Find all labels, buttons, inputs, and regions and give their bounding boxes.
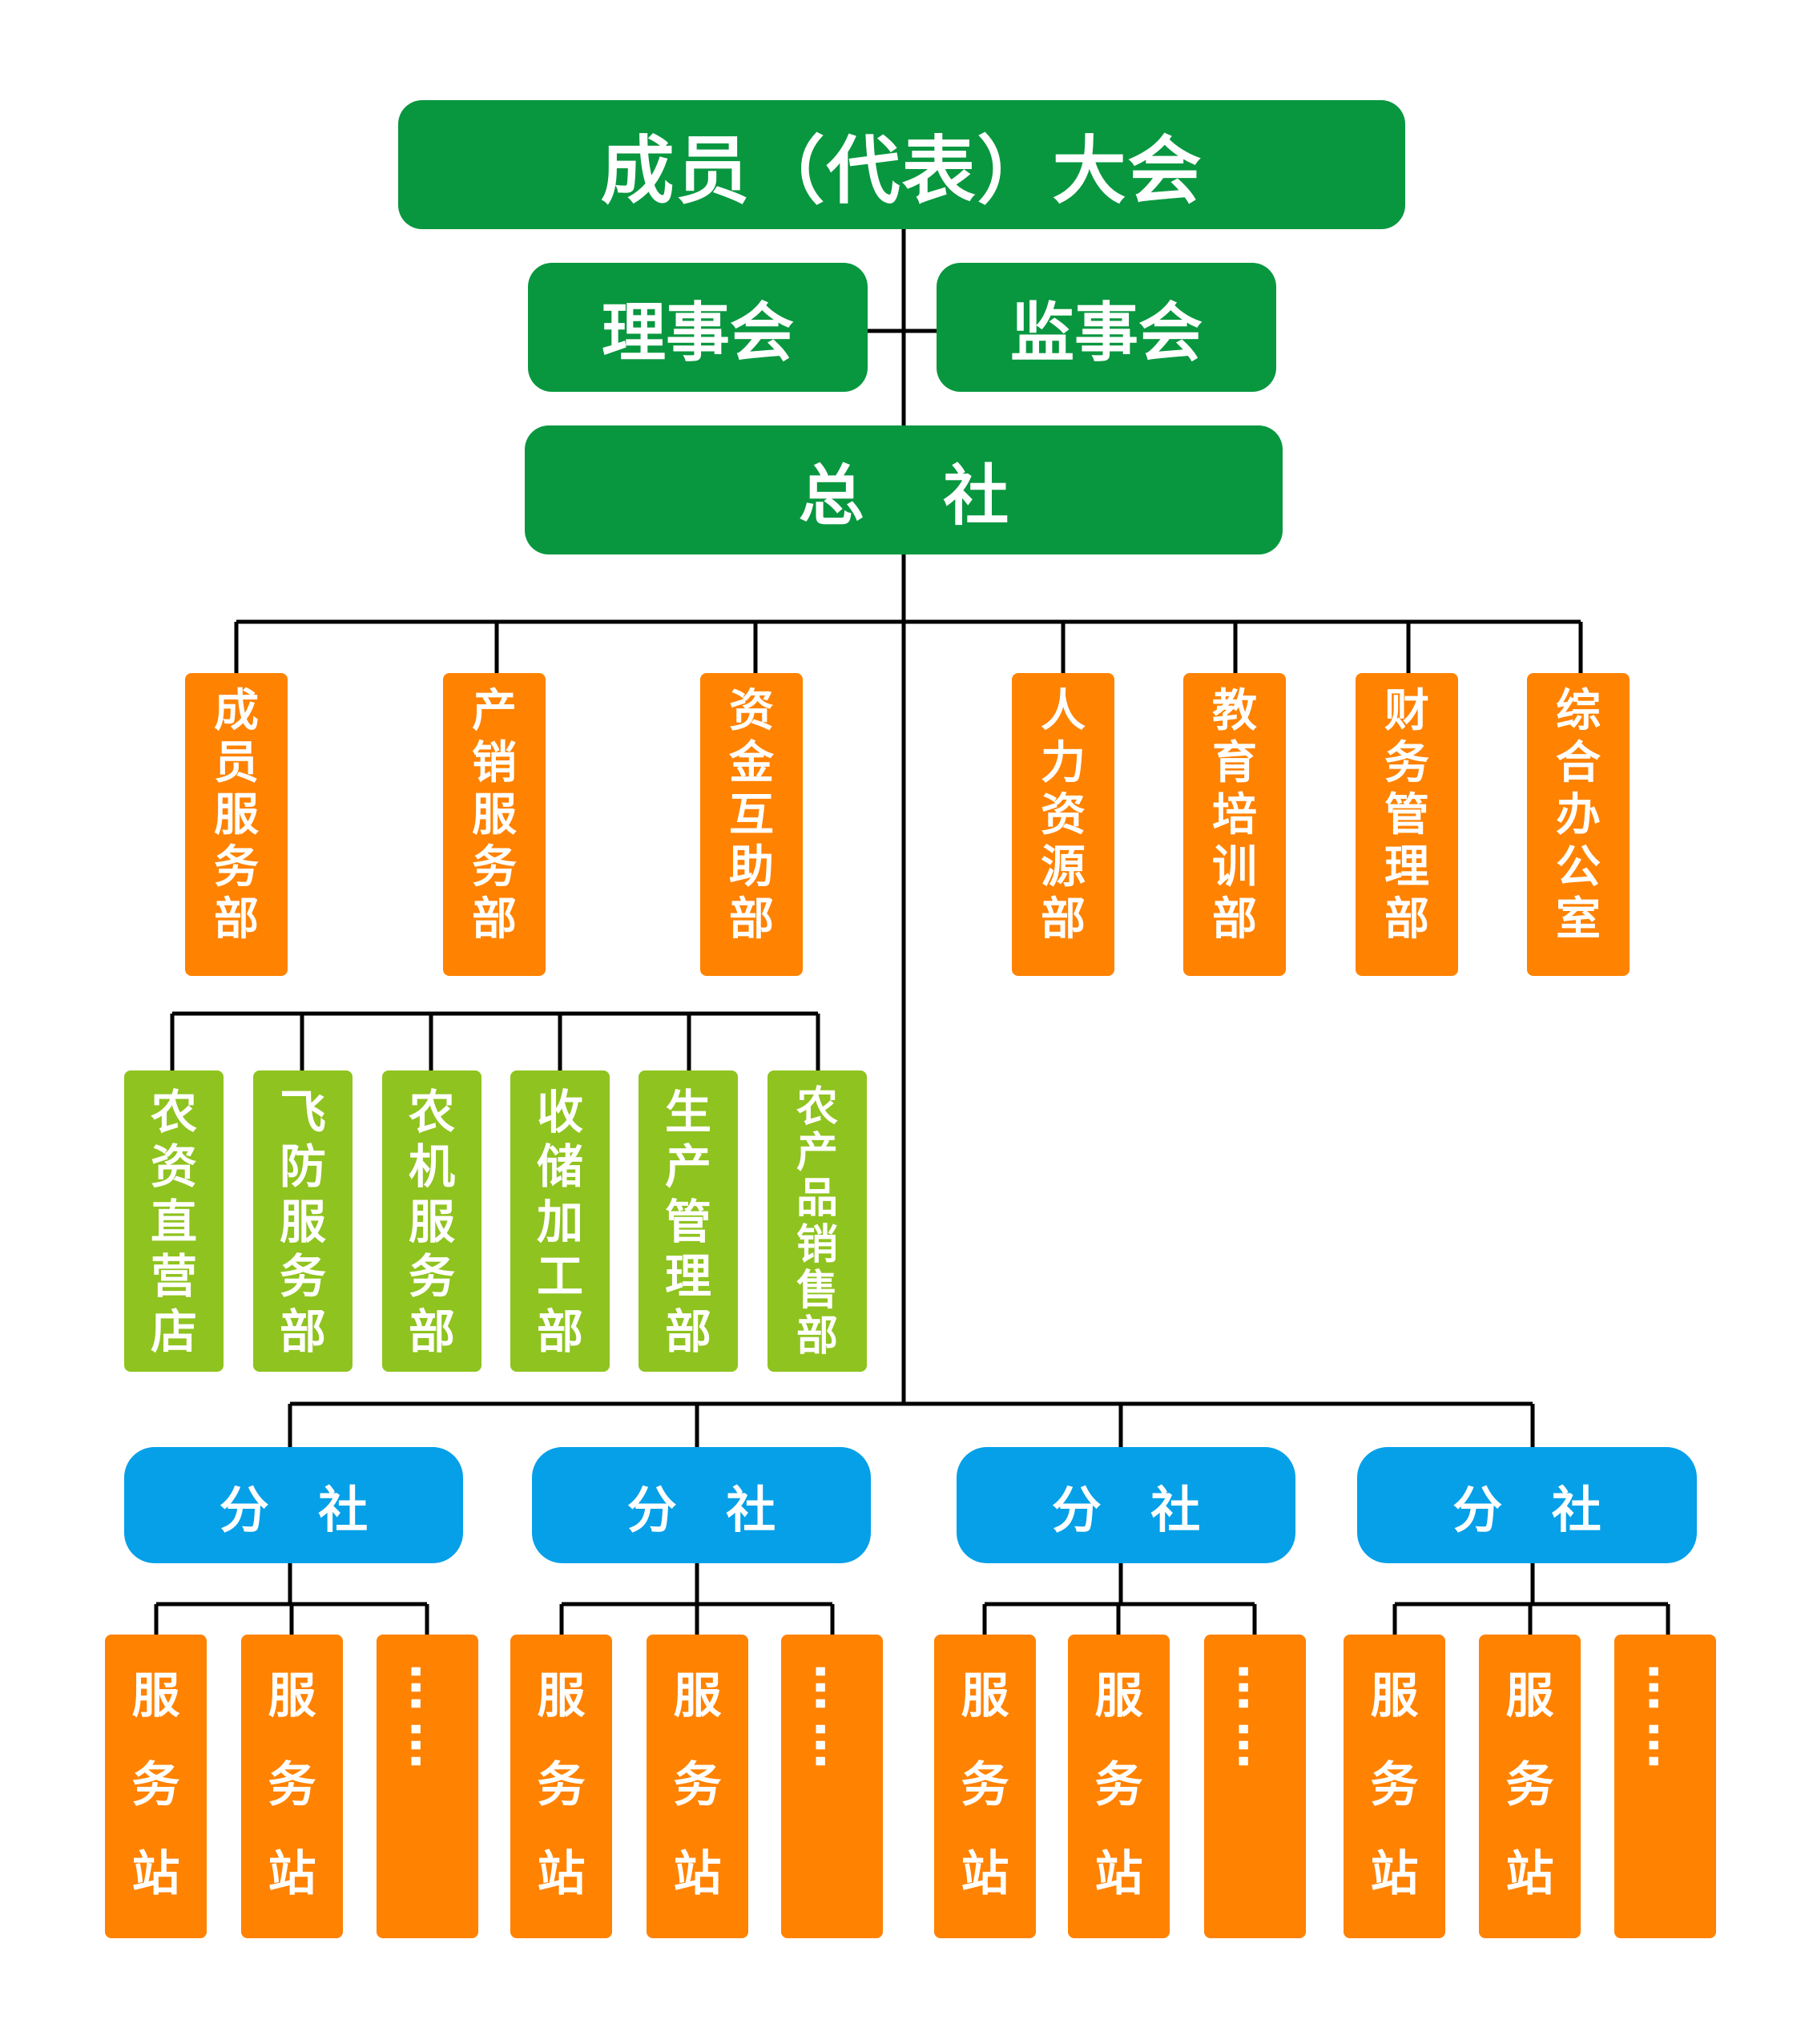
ellipsis-text: …… <box>804 1663 860 1779</box>
department-education-training: 教 育 培 训 部 <box>1183 673 1286 976</box>
branch-box: 分 社 <box>124 1447 463 1563</box>
member-assembly-box: 成员（代表）大会 <box>398 100 1405 229</box>
branch-box: 分 社 <box>532 1447 871 1563</box>
sub-department-input-store: 农 资 直 营 店 <box>124 1070 224 1372</box>
department-general-office: 综 合 办 公 室 <box>1527 673 1630 976</box>
service-station: 服 务 站 <box>1068 1635 1170 1938</box>
service-station: 服 务 站 <box>934 1635 1036 1938</box>
branch-box: 分 社 <box>1357 1447 1697 1563</box>
service-station: 服 务 站 <box>1344 1635 1445 1938</box>
service-station: 服 务 站 <box>647 1635 748 1938</box>
branch-box: 分 社 <box>957 1447 1295 1563</box>
ellipsis-text: …… <box>1227 1663 1283 1779</box>
sub-department-machinery: 农 机 服 务 部 <box>382 1070 481 1372</box>
supervisory-board-box: 监事会 <box>937 263 1276 392</box>
service-station: 服 务 站 <box>510 1635 612 1938</box>
sub-department-produce-sales: 农 产 品 销 售 部 <box>767 1070 867 1372</box>
department-human-resources: 人 力 资 源 部 <box>1012 673 1114 976</box>
more-stations-ellipsis: …… <box>1204 1635 1306 1938</box>
council-box: 理事会 <box>528 263 868 392</box>
ellipsis-text: …… <box>399 1663 456 1779</box>
more-stations-ellipsis: …… <box>377 1635 478 1938</box>
department-finance: 财 务 管 理 部 <box>1356 673 1458 976</box>
department-member-services: 成 员 服 务 部 <box>185 673 288 976</box>
more-stations-ellipsis: …… <box>781 1635 883 1938</box>
department-production-sales: 产 销 服 务 部 <box>443 673 546 976</box>
ellipsis-text: …… <box>1637 1663 1694 1779</box>
sub-department-production-management: 生 产 管 理 部 <box>639 1070 738 1372</box>
service-station: 服 务 站 <box>241 1635 343 1938</box>
department-mutual-fund: 资 金 互 助 部 <box>700 673 803 976</box>
service-station: 服 务 站 <box>1479 1635 1581 1938</box>
sub-department-aerial-spraying: 飞 防 服 务 部 <box>253 1070 353 1372</box>
service-station: 服 务 站 <box>105 1635 207 1938</box>
headquarters-box: 总 社 <box>525 425 1283 554</box>
more-stations-ellipsis: …… <box>1614 1635 1716 1938</box>
sub-department-storage-processing: 收 储 加 工 部 <box>510 1070 610 1372</box>
